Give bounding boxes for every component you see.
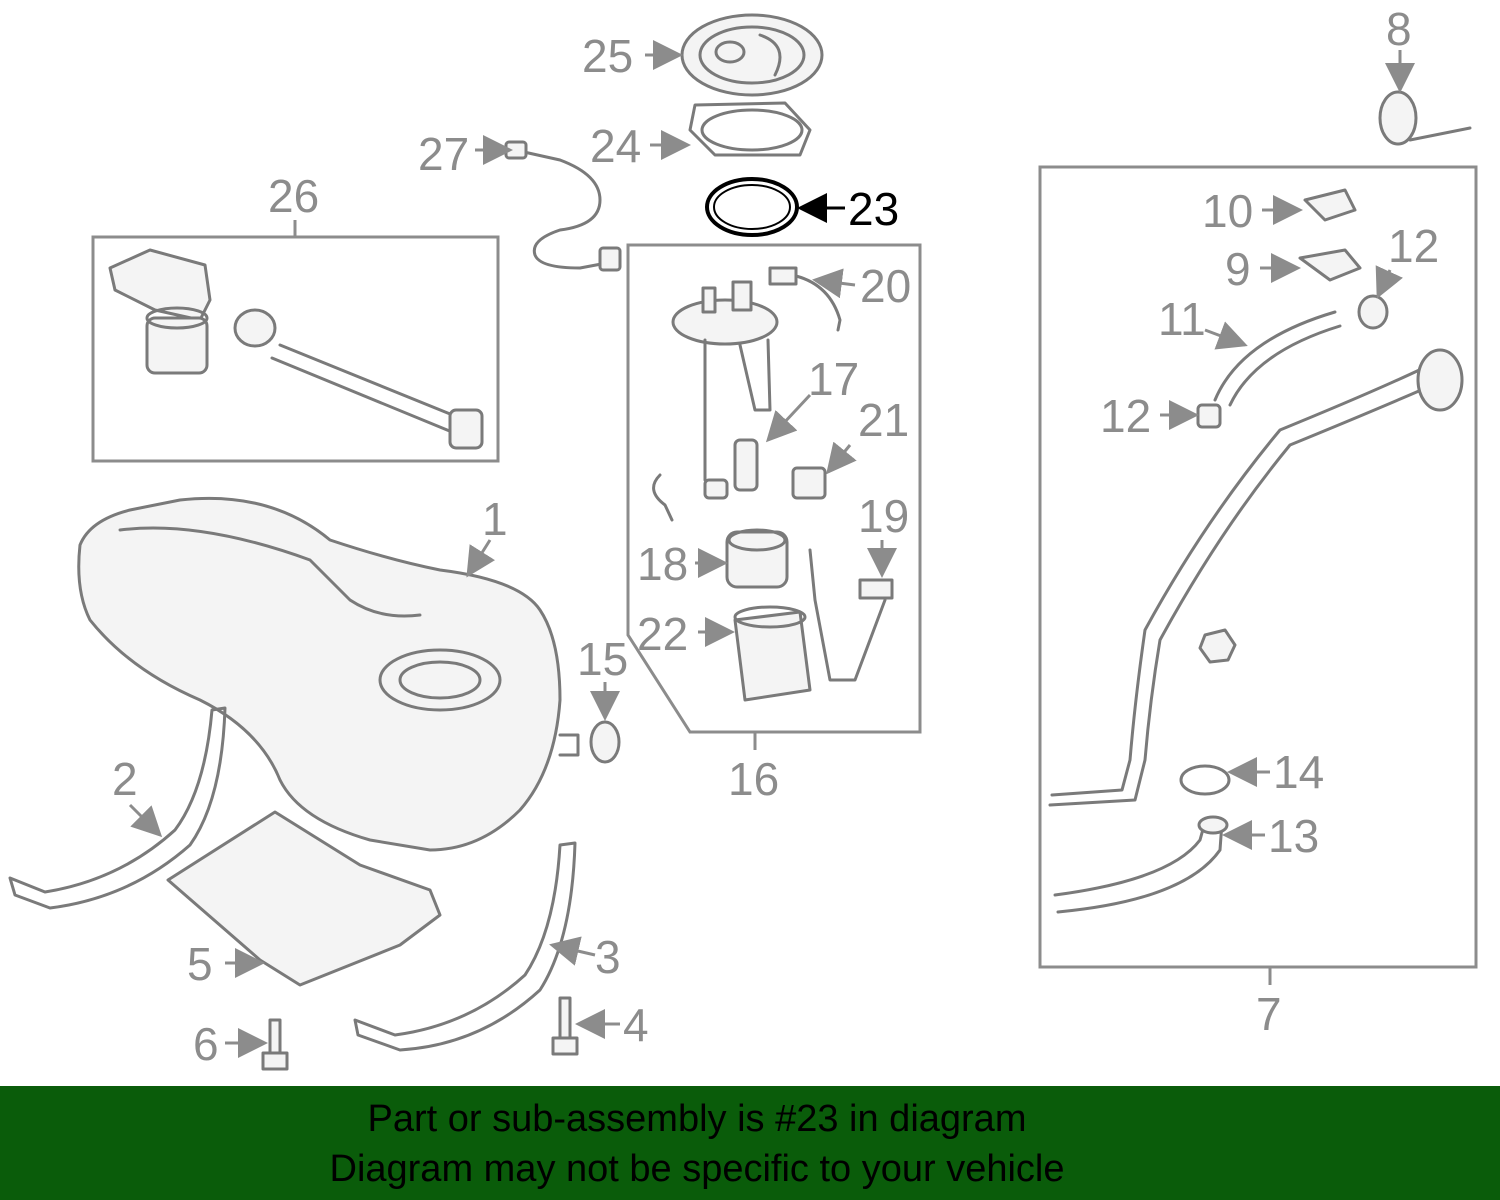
callout-17: 17 [808,353,859,405]
callout-10: 10 [1202,185,1253,237]
part-3-tank-strap [353,841,577,1052]
callout-4: 4 [623,999,649,1051]
callout-8: 8 [1386,3,1412,55]
callout-26: 26 [268,170,319,222]
callout-5: 5 [187,938,213,990]
callout-13: 13 [1268,810,1319,862]
callout-1: 1 [482,493,508,545]
part-7-filler-neck [1048,188,1464,914]
part-1-fuel-tank [77,496,580,852]
part-5-heat-shield [166,810,442,987]
callout-2: 2 [112,753,138,805]
banner-part-note: Part or sub-assembly is #23 in diagram [367,1098,1027,1140]
callout-18: 18 [637,538,688,590]
part-16-fuel-pump-module [652,266,894,702]
callout-19: 19 [858,490,909,542]
part-15-clamp [589,720,621,764]
part-24-lock-ring [688,101,812,157]
callout-6: 6 [193,1018,219,1070]
callout-12-lower: 12 [1100,390,1151,442]
callout-12-upper: 12 [1388,220,1439,272]
group-box-7 [1038,165,1478,969]
part-27-vent-tube [513,148,614,270]
callout-20: 20 [860,260,911,312]
group-box-16 [626,243,922,734]
part-26-fuel-filter-assembly [108,248,484,450]
callout-27: 27 [418,128,469,180]
callout-14: 14 [1273,746,1324,798]
callout-25: 25 [582,30,633,82]
callout-15: 15 [577,633,628,685]
callout-21: 21 [858,394,909,446]
callout-11: 11 [1158,293,1206,345]
info-banner: Part or sub-assembly is #23 in diagram D… [0,1086,1500,1200]
parts-diagram: 25 24 23 27 26 20 17 21 18 19 22 16 15 1… [8,3,1478,1071]
callout-7: 7 [1256,988,1282,1040]
banner-disclaimer: Diagram may not be specific to your vehi… [329,1148,1065,1190]
part-8-fuel-cap [1378,90,1472,146]
callout-16: 16 [728,753,779,805]
callout-22: 22 [637,608,688,660]
part-6-bolt [261,1018,289,1071]
part-4-bolt [551,996,579,1056]
callout-3: 3 [595,931,621,983]
callout-9: 9 [1225,243,1251,295]
part-23-seal-gasket [705,177,799,237]
part-2-tank-strap [8,706,227,910]
callout-24: 24 [590,120,641,172]
callout-23: 23 [848,183,899,235]
part-25-cover-plate [680,13,824,97]
